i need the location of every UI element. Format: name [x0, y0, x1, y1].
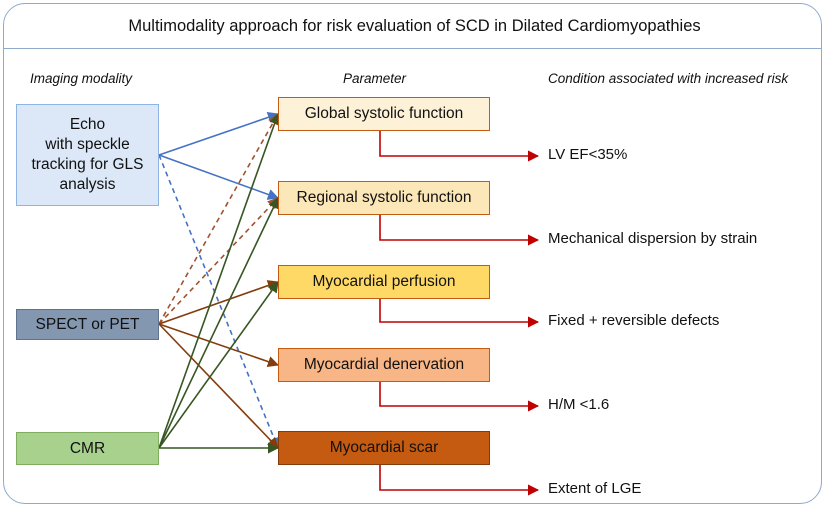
link-echo-to-scar: [158, 154, 280, 450]
condition-fixed-reversible-defects: Fixed + reversible defects: [548, 312, 720, 329]
link-echo-to-global: [158, 111, 280, 156]
condition-arrow-scar: [379, 465, 540, 496]
link-spect-to-perfusion: [158, 280, 280, 325]
condition-lvef: LV EF<35%: [548, 146, 628, 163]
condition-extent-lge: Extent of LGE: [548, 480, 642, 497]
link-spect-to-global: [158, 113, 279, 325]
parameter-scar-box: Myocardial scar: [278, 431, 490, 465]
link-spect-to-denervation: [158, 323, 280, 368]
header-imaging-modality: Imaging modality: [30, 71, 133, 86]
parameter-perfusion-box: Myocardial perfusion: [278, 265, 490, 299]
link-cmr-to-perfusion: [158, 281, 279, 449]
diagram-title: Multimodality approach for risk evaluati…: [128, 17, 701, 35]
condition-mechanical-dispersion: Mechanical dispersion by strain: [548, 230, 758, 247]
condition-hm-ratio: H/M <1.6: [548, 396, 610, 413]
condition-arrow-perfusion: [379, 299, 540, 328]
modality-echo-box: Echo with speckle tracking for GLS analy…: [16, 104, 159, 206]
title-divider: [3, 48, 822, 49]
condition-arrow-regional: [379, 215, 540, 246]
parameter-regional-systolic-box: Regional systolic function: [278, 181, 490, 215]
modality-spect-pet-box: SPECT or PET: [16, 309, 159, 340]
link-spect-to-scar: [158, 323, 279, 449]
diagram-frame: [3, 3, 822, 504]
header-parameter: Parameter: [343, 71, 407, 86]
link-spect-to-regional: [158, 197, 279, 325]
link-cmr-to-regional: [158, 196, 279, 449]
link-echo-to-regional: [158, 154, 280, 200]
condition-arrow-denervation: [379, 382, 540, 412]
modality-cmr-box: CMR: [16, 432, 159, 465]
condition-arrow-global: [379, 131, 540, 162]
parameter-global-systolic-box: Global systolic function: [278, 97, 490, 131]
link-cmr-to-global: [158, 112, 280, 449]
header-condition: Condition associated with increased risk: [548, 71, 789, 86]
parameter-denervation-box: Myocardial denervation: [278, 348, 490, 382]
